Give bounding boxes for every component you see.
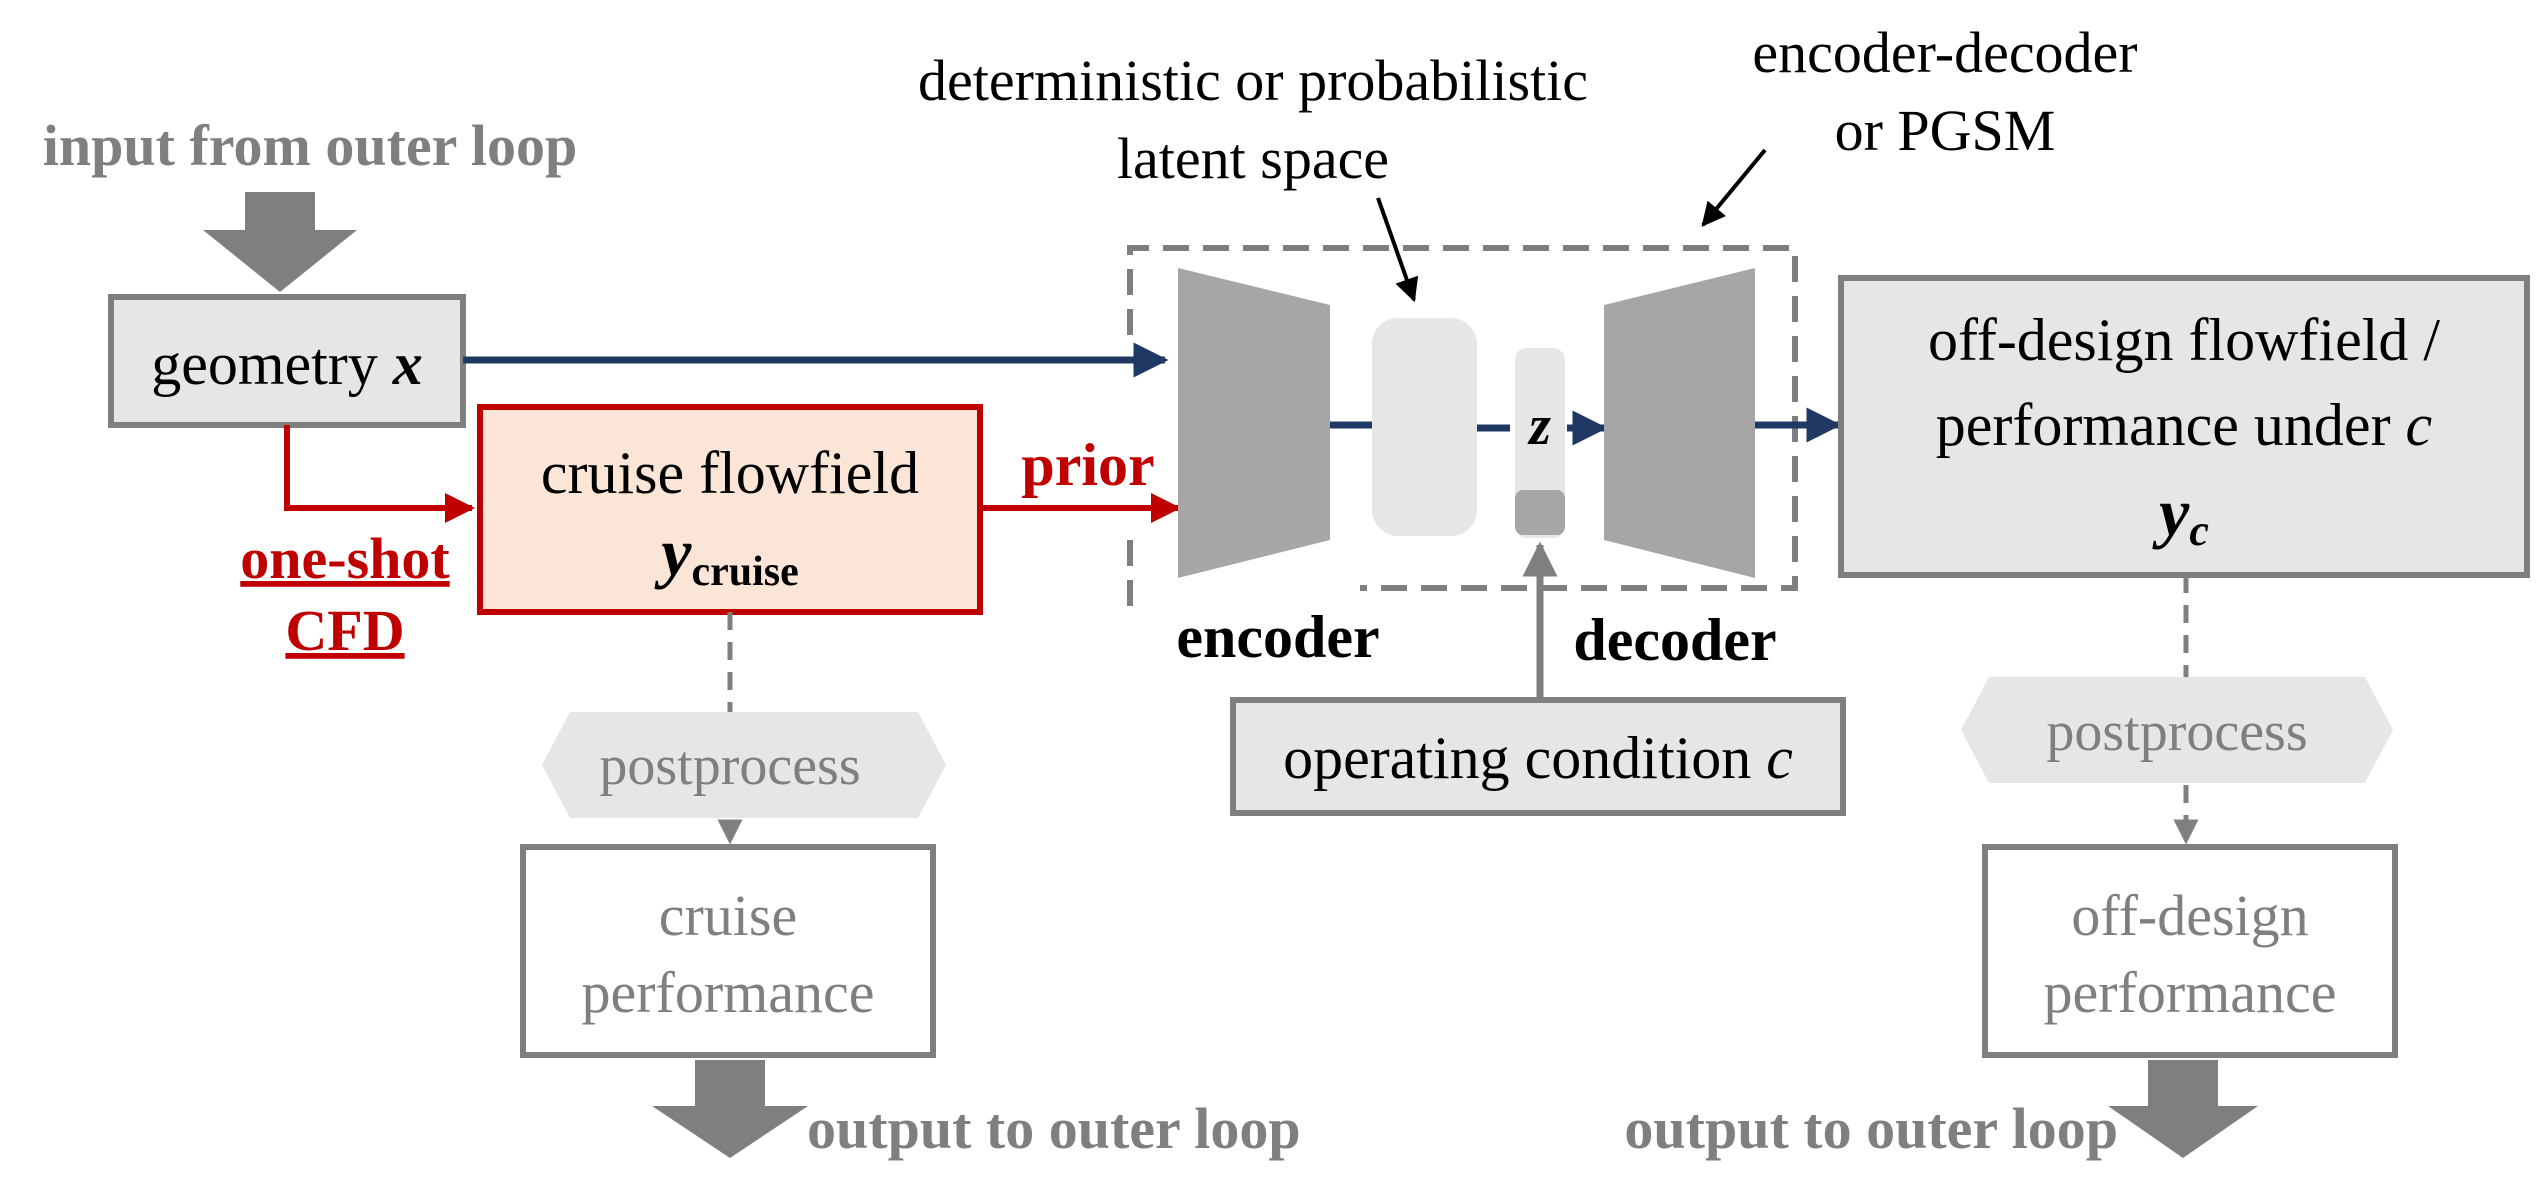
- model-annotation-line1: encoder-decoder: [1752, 20, 2137, 85]
- geometry-label: geometry: [151, 331, 378, 397]
- offdesign-flowfield-subscript: c: [2189, 506, 2209, 555]
- geometry-text: geometry x: [151, 331, 423, 397]
- latent-space-box: [1372, 318, 1477, 536]
- encoder-shape: [1178, 268, 1330, 578]
- offdesign-flowfield-symbol-text: yc: [2152, 474, 2209, 555]
- offdesign-performance-line2: performance: [2043, 960, 2336, 1025]
- model-annotation-line2: or PGSM: [1835, 98, 2056, 163]
- prior-label: prior: [1021, 432, 1154, 498]
- model-dashed-boundary: [1127, 245, 1798, 591]
- offdesign-flowfield-line2-text: performance under: [1936, 392, 2391, 458]
- latent-annotation-line2: latent space: [1117, 126, 1389, 191]
- offdesign-flowfield-line2-symbol: c: [2406, 392, 2433, 458]
- offdesign-flowfield-line1: off-design flowfield /: [1928, 307, 2440, 373]
- input-arrow: [203, 192, 357, 292]
- operating-condition-label: operating condition: [1283, 725, 1751, 791]
- one-shot-cfd-arrow: [284, 425, 475, 523]
- z-symbol: z: [1527, 395, 1551, 457]
- output-right-label: output to outer loop: [1624, 1096, 2118, 1161]
- geometry-symbol: x: [392, 331, 423, 397]
- postprocess-left-shape: [542, 712, 946, 818]
- offdesign-performance-line1: off-design: [2071, 883, 2308, 948]
- output-left-arrow: [652, 1060, 808, 1158]
- encoder-label: encoder: [1176, 604, 1379, 670]
- offdesign-flowfield-symbol: y: [2152, 474, 2190, 550]
- input-label: input from outer loop: [43, 113, 577, 178]
- cruise-flowfield-label: cruise flowfield: [541, 440, 919, 506]
- cruise-performance-line1: cruise: [659, 883, 798, 948]
- z-condition-slot: [1515, 490, 1565, 535]
- operating-condition-symbol: c: [1766, 725, 1793, 791]
- decoder-label: decoder: [1573, 607, 1776, 673]
- model-annotation-arrow: [1701, 148, 1767, 227]
- cruise-performance-box: [520, 844, 936, 1058]
- cruise-flowfield-symbol: y: [654, 514, 692, 590]
- postprocess-right-label: postprocess: [2046, 701, 2307, 763]
- offdesign-flowfield-line2: performance under c: [1936, 392, 2432, 458]
- offdesign-flowfield-box: [1838, 275, 2530, 578]
- cruise-flowfield-box: [477, 404, 983, 615]
- output-left-label: output to outer loop: [807, 1096, 1301, 1161]
- postprocess-left-label: postprocess: [599, 735, 860, 797]
- latent-annotation-line1: deterministic or probabilistic: [918, 48, 1588, 113]
- operating-condition-box: [1230, 697, 1846, 816]
- postprocess-right-shape: [1961, 677, 2393, 783]
- one-shot-label: one-shot: [240, 526, 450, 591]
- operating-condition-text: operating condition c: [1283, 725, 1793, 791]
- geometry-box: [108, 294, 466, 428]
- decoder-shape: [1604, 268, 1755, 578]
- cruise-flowfield-symbol-text: ycruise: [654, 514, 798, 595]
- latent-annotation-arrow: [1376, 197, 1419, 303]
- output-right-arrow: [2108, 1060, 2258, 1158]
- offdesign-performance-box: [1982, 844, 2398, 1058]
- cfd-label: CFD: [285, 598, 404, 663]
- cruise-flowfield-subscript: cruise: [691, 549, 798, 595]
- cruise-performance-line2: performance: [581, 960, 874, 1025]
